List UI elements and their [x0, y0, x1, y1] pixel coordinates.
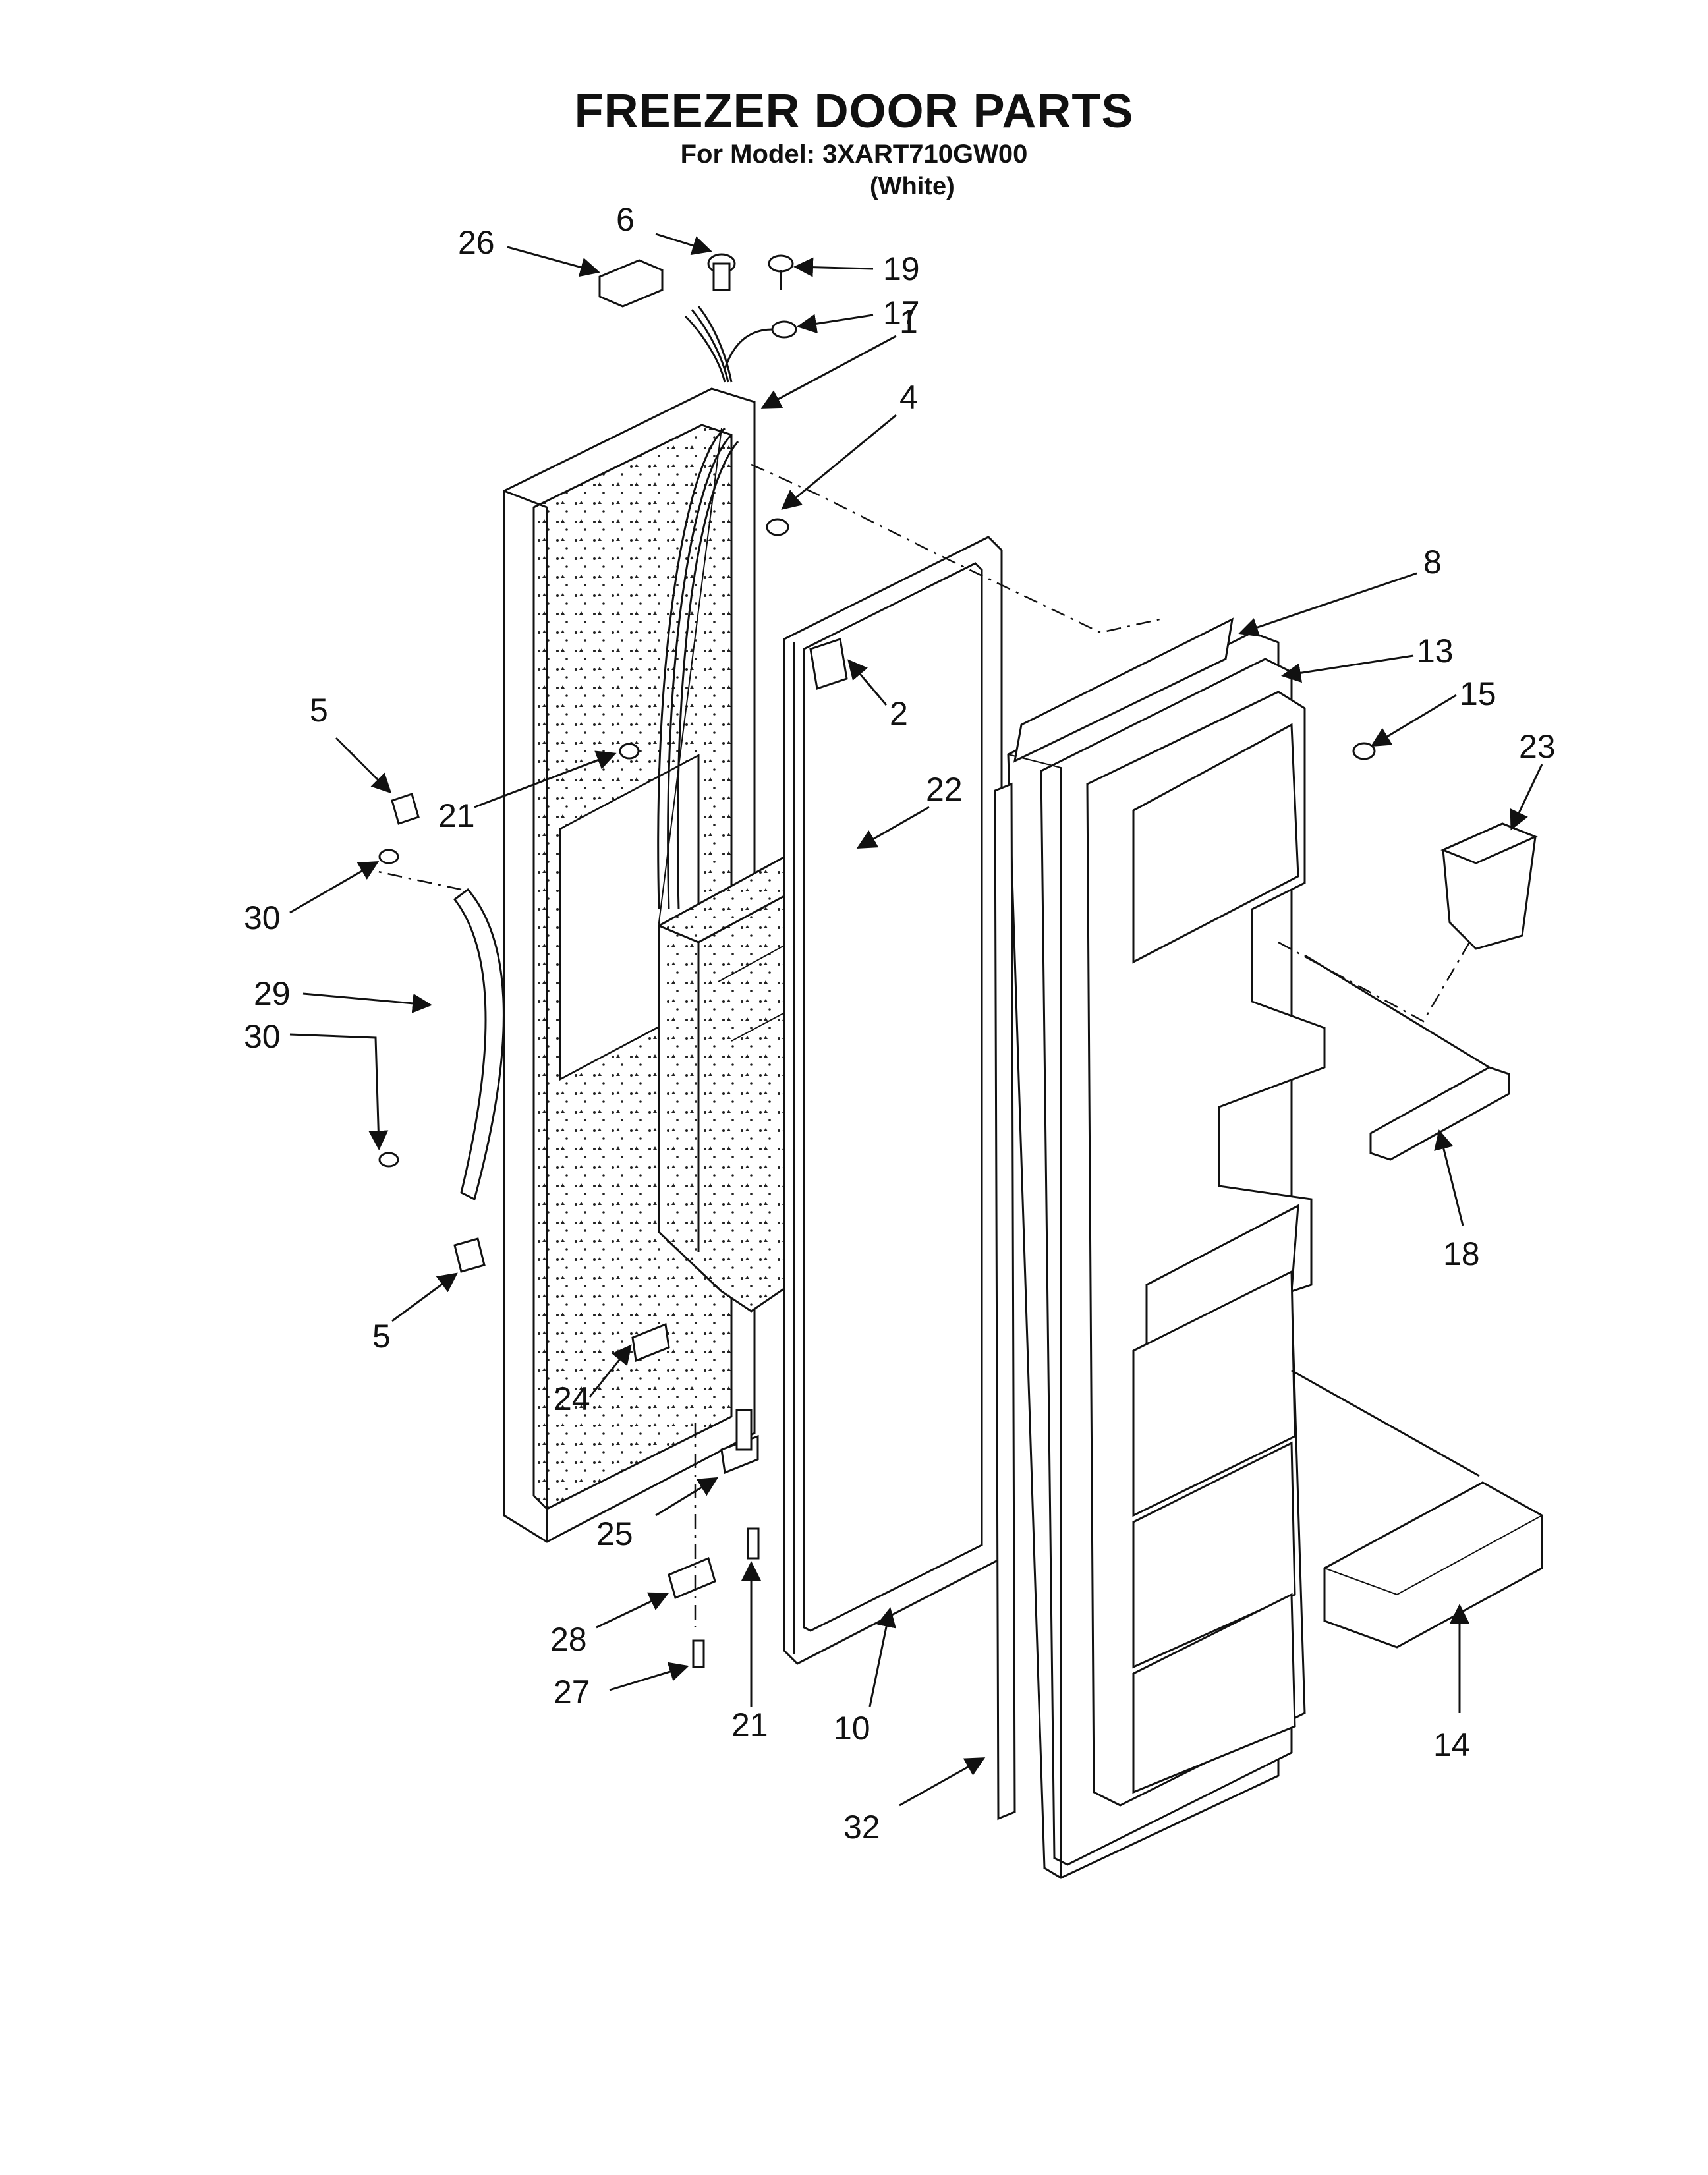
callout-29: 29 [254, 975, 291, 1012]
callout-21-upper: 21 [438, 797, 475, 834]
handle-29 [453, 888, 505, 1201]
door-liner [1007, 631, 1326, 1879]
top-trim [1013, 617, 1234, 763]
assembly-line-top [751, 463, 1160, 634]
callout-22: 22 [926, 771, 963, 808]
callout-2: 2 [890, 695, 908, 732]
callout-5-lower: 5 [372, 1318, 391, 1355]
callout-26: 26 [458, 224, 495, 261]
callout-30-lower: 30 [244, 1018, 281, 1055]
callout-labels: 26 6 19 17 1 4 8 13 15 23 5 21 2 22 30 2… [244, 201, 1556, 1846]
screw-19 [768, 254, 794, 290]
chute-23 [1440, 822, 1538, 950]
callout-10: 10 [834, 1710, 870, 1747]
assembly-line-bin [1291, 1369, 1480, 1477]
end-cap-5-lower [453, 1237, 486, 1273]
callout-21-lower: 21 [731, 1707, 768, 1743]
hinge-clip-2 [809, 638, 848, 690]
screw-27 [692, 1639, 705, 1668]
callout-25: 25 [596, 1515, 633, 1552]
callout-5-upper: 5 [310, 692, 328, 729]
callout-19: 19 [883, 250, 920, 287]
callout-14: 14 [1433, 1726, 1470, 1763]
callout-1: 1 [899, 303, 918, 340]
page-title: FREEZER DOOR PARTS [574, 85, 1134, 138]
callout-15: 15 [1460, 675, 1496, 712]
callout-13: 13 [1417, 633, 1454, 669]
callout-24: 24 [554, 1380, 590, 1417]
door-bin-14 [1323, 1481, 1543, 1649]
screw-15 [1352, 742, 1376, 760]
side-trim-strip [994, 782, 1016, 1821]
color-line: (White) [870, 173, 955, 200]
rail-18 [1369, 1066, 1510, 1161]
screw-21-upper [619, 743, 640, 760]
model-line: For Model: 3XART710GW00 [680, 140, 1028, 169]
callout-17: 17 [883, 295, 920, 331]
hinge-pin-25 [720, 1409, 759, 1475]
door-gasket [783, 536, 1003, 1665]
callout-4: 4 [899, 379, 918, 416]
screw-30-lower [378, 1152, 399, 1168]
screw-4 [766, 518, 789, 536]
callout-6: 6 [616, 201, 635, 238]
screw-30-upper [378, 849, 399, 864]
hinge-24 [631, 1322, 670, 1363]
callout-32: 32 [843, 1809, 880, 1846]
callout-27: 27 [554, 1674, 590, 1710]
light-socket [707, 253, 736, 291]
callout-23: 23 [1519, 728, 1556, 765]
bracket-28 [668, 1556, 716, 1600]
callout-18: 18 [1443, 1235, 1480, 1272]
end-cap-5-upper [391, 793, 420, 825]
leader-arrows [289, 233, 1543, 1807]
assembly-line-rail [1304, 954, 1490, 1069]
callout-30-upper: 30 [244, 899, 281, 936]
ground-ring-17 [724, 320, 797, 370]
assembly-line-right [1278, 941, 1471, 1023]
assembly-line-left [368, 868, 462, 891]
wire-harness-connector [598, 259, 664, 308]
screw-21-lower [747, 1527, 760, 1560]
callout-28: 28 [550, 1621, 587, 1658]
callout-8: 8 [1423, 544, 1442, 580]
wire-bundle [684, 306, 733, 383]
